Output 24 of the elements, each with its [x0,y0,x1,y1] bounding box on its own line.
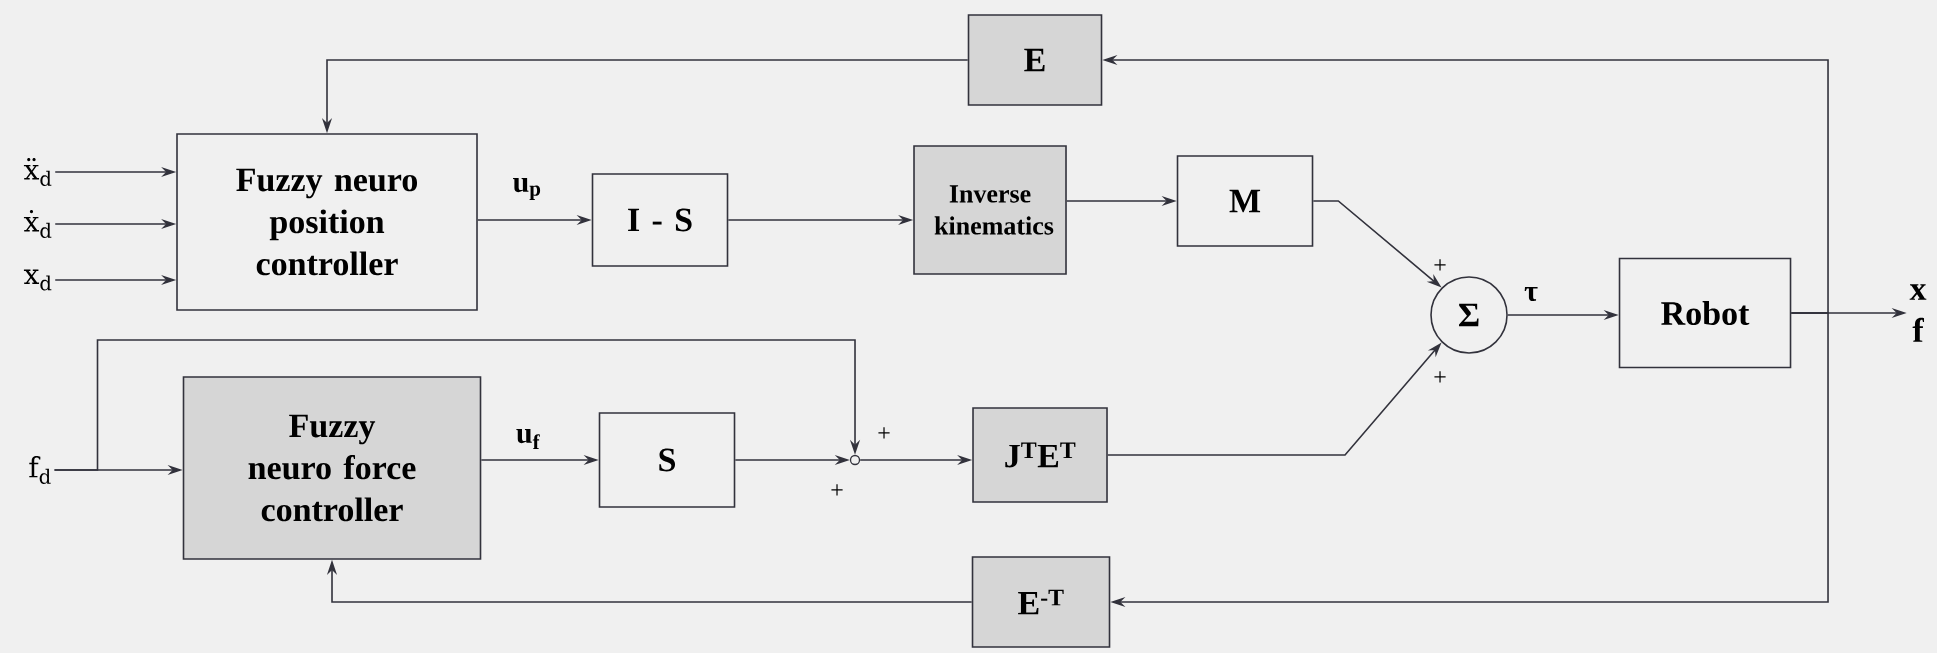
summing-junction: Σ [1430,276,1508,354]
process-box: Fuzzy neuro force controller [182,376,482,560]
edge-label: τ [1524,286,1538,302]
process-box: Inverse kinematics [913,145,1067,275]
signal-label: ẍ$_{d}$ [23,157,52,187]
edge-label: u$_{p}$ [513,178,541,200]
signal-label: ẋ$_{d}$ [23,209,52,239]
output-label: x f [1909,284,1927,342]
process-box: E [967,14,1103,106]
sign-label: + [831,484,843,496]
process-box: E$^{-T}$ [971,556,1111,648]
signal-label: f$_{d}$ [29,456,51,484]
process-box: S [598,412,736,508]
process-box: Robot [1618,257,1792,369]
process-box: Fuzzy neuro position controller [176,133,478,311]
arrow [53,339,861,471]
sign-label: + [878,427,890,439]
process-box: I - S [591,173,729,267]
process-box: J$^{T}$E$^{T}$ [972,407,1108,503]
sign-label: + [1434,259,1446,271]
signal-label: x$_{d}$ [23,269,52,291]
edge-label: u$_{f}$ [516,429,540,449]
process-box: M [1176,155,1314,247]
sign-label: + [1434,371,1446,383]
